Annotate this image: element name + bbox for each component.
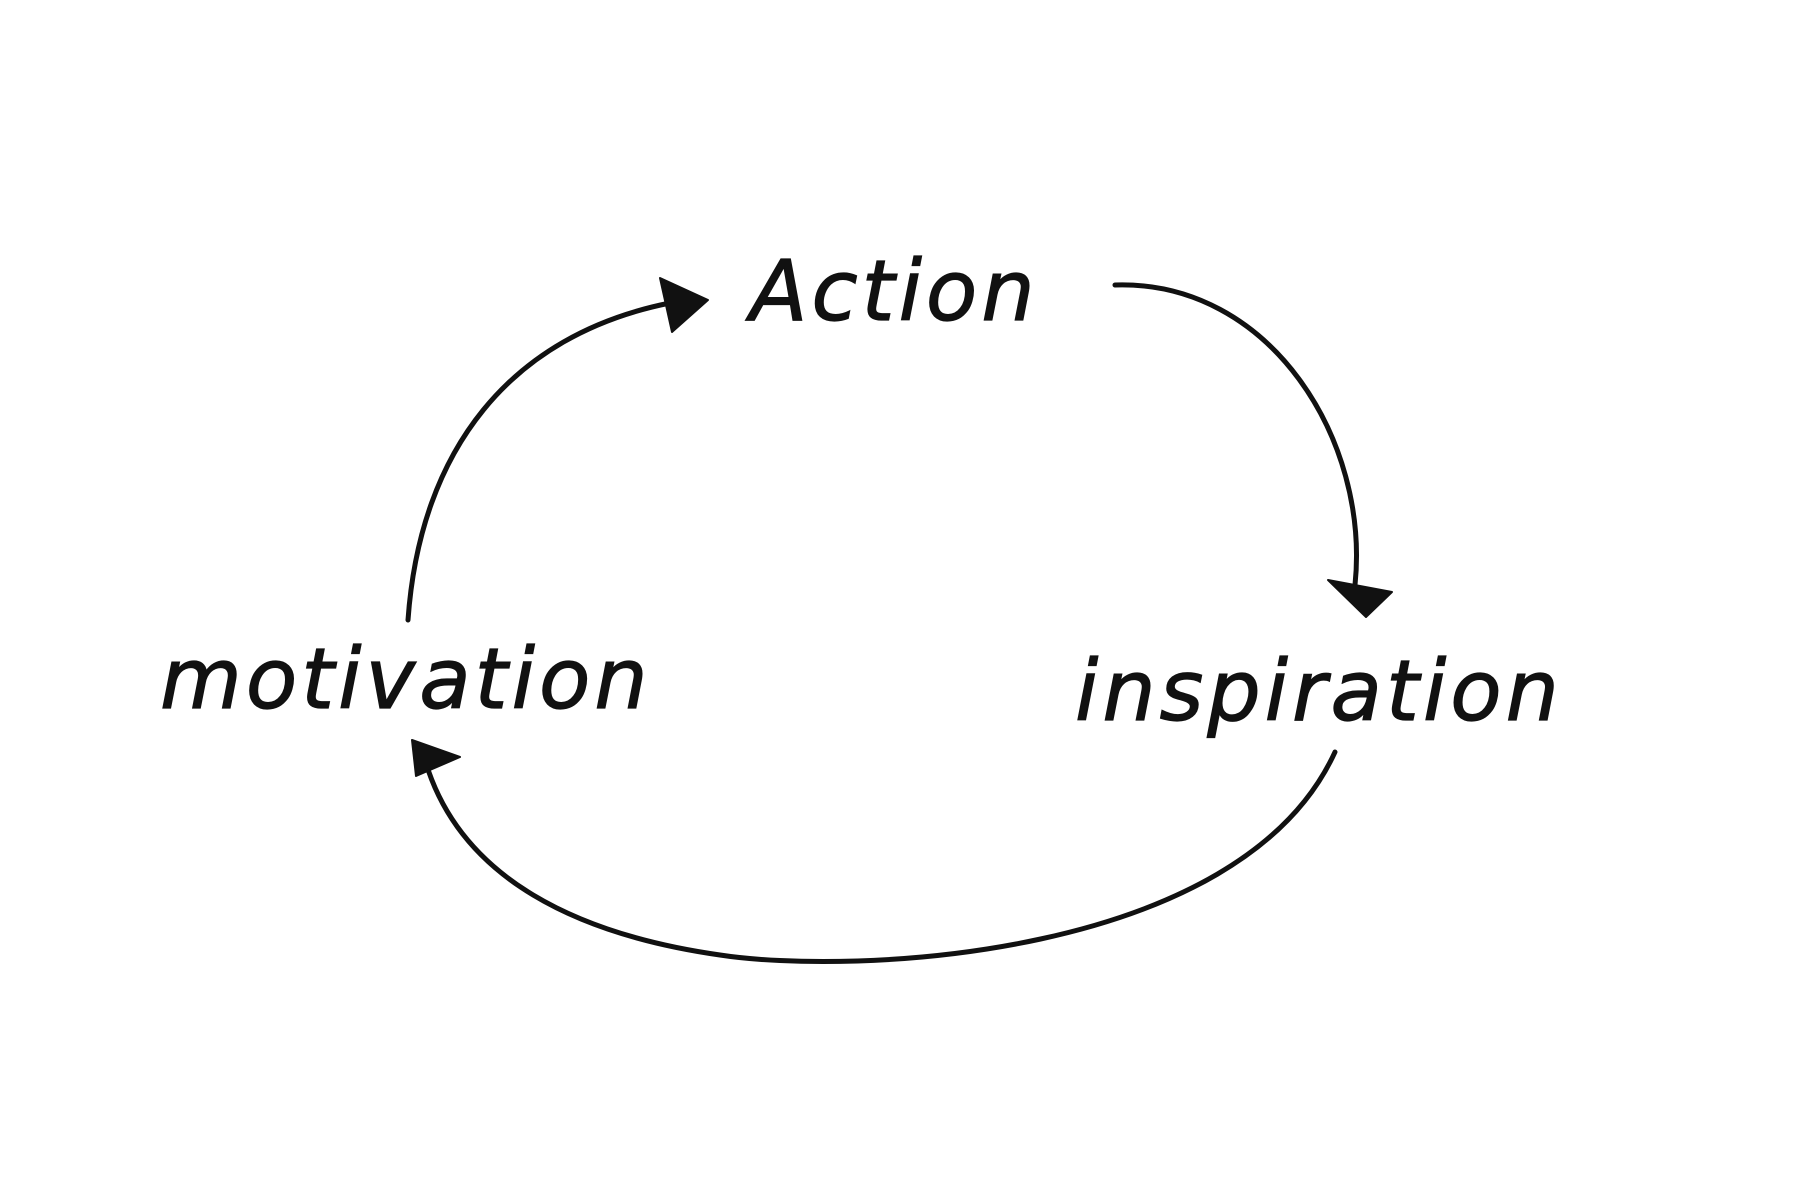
arrow-head-icon: [659, 277, 709, 333]
node-action-label: Action: [745, 242, 1039, 340]
arrow-line: [405, 300, 673, 623]
arrow-head-icon: [411, 739, 461, 777]
arrow-head-icon: [1327, 579, 1393, 618]
edge-inspiration-to-motivation: [411, 739, 1338, 964]
node-inspiration-label: inspiration: [1075, 642, 1563, 740]
node-motivation-label: motivation: [160, 630, 652, 728]
arrow-line: [1112, 282, 1359, 588]
arrow-line: [422, 749, 1338, 964]
edge-action-to-inspiration: [1112, 282, 1393, 618]
edge-motivation-to-action: [405, 277, 709, 623]
